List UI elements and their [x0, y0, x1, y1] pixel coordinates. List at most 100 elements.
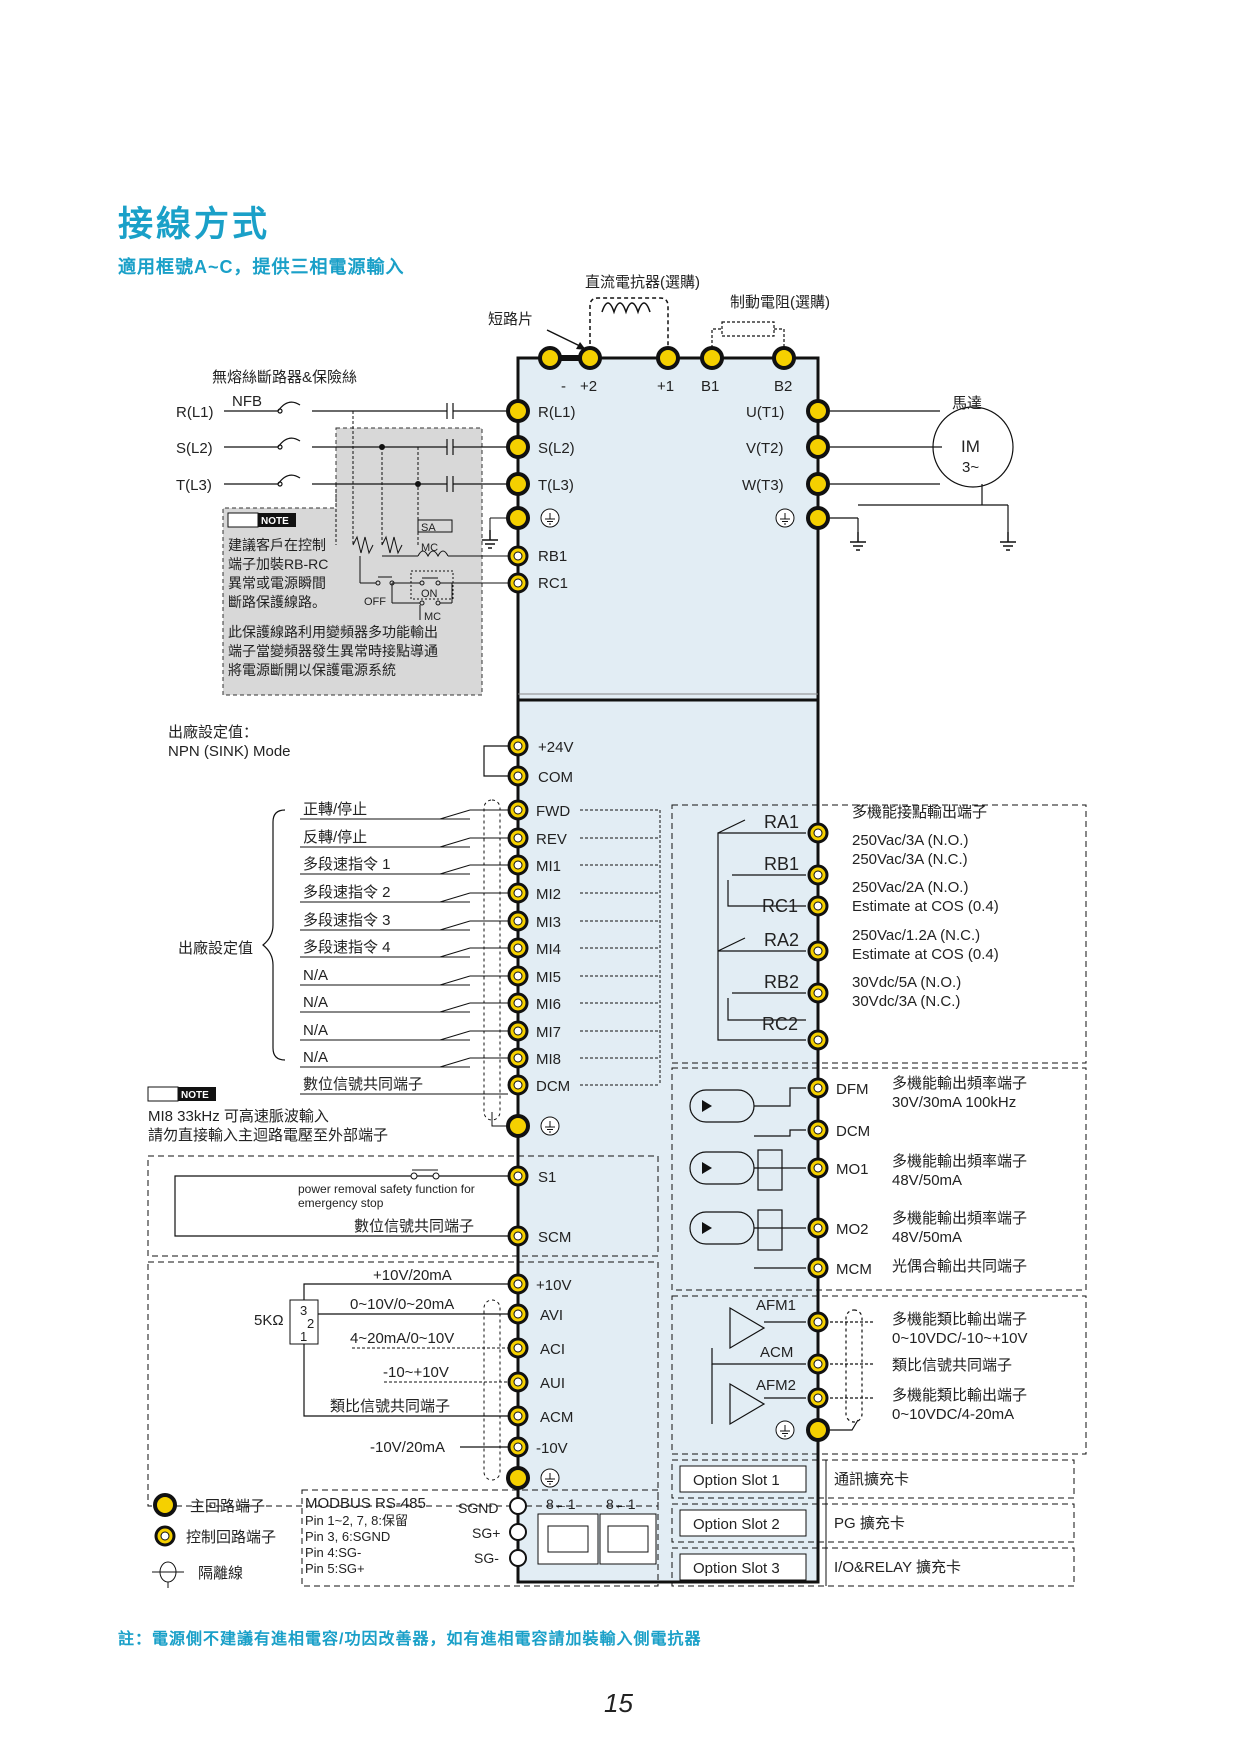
terminal-rc2[interactable]: [807, 1029, 829, 1051]
terminal-acm-out[interactable]: [807, 1353, 829, 1375]
power-section-panel: [516, 356, 820, 702]
terminal-mi5[interactable]: [507, 965, 529, 987]
terminal-scm[interactable]: [507, 1225, 529, 1247]
terminal-b1[interactable]: [700, 346, 724, 370]
terminal-r-l1[interactable]: [506, 399, 530, 423]
terminal-ground-output[interactable]: [806, 506, 830, 530]
svg-text:2: 2: [307, 1316, 314, 1331]
terminal-mi1[interactable]: [507, 854, 529, 876]
legend-control-terminal-icon: [154, 1525, 176, 1547]
acm-label: ACM: [540, 1409, 573, 1426]
control-section-panel: [516, 698, 820, 1584]
option-slot-2[interactable]: [679, 1509, 807, 1537]
output-w-label: W(T3): [742, 477, 784, 494]
aci-label: ACI: [540, 1341, 565, 1358]
terminal-rc1-out[interactable]: [807, 895, 829, 917]
terminal-u-t1[interactable]: [806, 399, 830, 423]
terminal-mi7[interactable]: [507, 1020, 529, 1042]
terminal-mi3[interactable]: [507, 910, 529, 932]
digital-inputs: [262, 809, 286, 1061]
terminal-s-l2[interactable]: [506, 435, 530, 459]
rj45-port-2[interactable]: [599, 1513, 657, 1565]
option-slot-3-desc: I/O&RELAY 擴充卡: [834, 1559, 961, 1576]
legend-main: 主回路端子: [190, 1498, 265, 1515]
terminal-dc-minus[interactable]: [538, 346, 562, 370]
ra2-label: RA2: [764, 930, 799, 950]
terminal-plus2[interactable]: [578, 346, 602, 370]
terminal-t-l3[interactable]: [506, 472, 530, 496]
terminal-dcm[interactable]: [507, 1074, 529, 1096]
terminal-ground-aout[interactable]: [806, 1418, 830, 1442]
terminal-afm2[interactable]: [807, 1387, 829, 1409]
terminal-sgplus[interactable]: [509, 1523, 527, 1541]
terminal-mi2[interactable]: [507, 882, 529, 904]
terminal-rev[interactable]: [507, 827, 529, 849]
terminal-minus10v[interactable]: [507, 1436, 529, 1458]
terminal-mi6[interactable]: [507, 992, 529, 1014]
avi-desc: 0~10V/0~20mA: [350, 1296, 454, 1313]
port-1-label: 8←1: [546, 1496, 576, 1512]
terminal-com[interactable]: [507, 765, 529, 787]
terminal-aui[interactable]: [507, 1371, 529, 1393]
rj45-port-1[interactable]: [537, 1513, 599, 1565]
dfm-label: DFM: [836, 1081, 869, 1098]
terminal-dfm[interactable]: [807, 1077, 829, 1099]
terminal-mcm[interactable]: [807, 1257, 829, 1279]
terminal-sgminus[interactable]: [509, 1549, 527, 1567]
input-terminal-label: MI2: [536, 886, 561, 903]
ground-icon: [849, 531, 867, 551]
terminal-fwd[interactable]: [507, 799, 529, 821]
input-desc: N/A: [303, 1049, 328, 1066]
terminal-afm1[interactable]: [807, 1311, 829, 1333]
input-terminal-label: MI3: [536, 914, 561, 931]
option-slot-1[interactable]: [679, 1465, 807, 1493]
mc-coil-label: MC: [424, 611, 441, 623]
mo2-label: MO2: [836, 1221, 869, 1238]
terminal-ground-analog[interactable]: [506, 1466, 530, 1490]
relay-spec: 30Vdc/3A (N.C.): [852, 993, 960, 1010]
terminal-acm[interactable]: [507, 1405, 529, 1427]
terminal-mi8[interactable]: [507, 1047, 529, 1069]
terminal-b2[interactable]: [772, 346, 796, 370]
terminal-s1[interactable]: [507, 1165, 529, 1187]
factory-group-label: 出廠設定值: [178, 939, 253, 957]
terminal-v-t2[interactable]: [806, 435, 830, 459]
terminal-dcm-out[interactable]: [807, 1119, 829, 1141]
terminal-rb1-out[interactable]: [807, 864, 829, 886]
mcm-desc: 光偶合輸出共同端子: [892, 1258, 1027, 1275]
terminal-plus10v[interactable]: [507, 1273, 529, 1295]
digital-output-frame: [671, 1067, 1087, 1291]
terminal-rb1[interactable]: [507, 545, 529, 567]
input-terminal-label: MI4: [536, 941, 561, 958]
terminal-rb2[interactable]: [807, 982, 829, 1004]
terminal-mo1[interactable]: [807, 1157, 829, 1179]
terminal-mi4[interactable]: [507, 937, 529, 959]
terminal-avi[interactable]: [507, 1303, 529, 1325]
brake-resistor-label: 制動電阻(選購): [730, 294, 830, 311]
terminal-ground-control[interactable]: [506, 1114, 530, 1138]
terminal-rc1[interactable]: [507, 572, 529, 594]
option-slot-3[interactable]: [679, 1553, 807, 1581]
afm2-label: AFM2: [756, 1377, 796, 1394]
input-t-label: T(L3): [176, 477, 212, 494]
avi-label: AVI: [540, 1307, 563, 1324]
terminal-aci[interactable]: [507, 1337, 529, 1359]
ground-icon: [481, 529, 499, 549]
terminal-ra2[interactable]: [807, 940, 829, 962]
b1-label: B1: [701, 378, 719, 395]
terminal-ra1[interactable]: [807, 822, 829, 844]
terminal-w-t3[interactable]: [806, 472, 830, 496]
terminal-plus1[interactable]: [656, 346, 680, 370]
plus10-label: +10V/20mA: [373, 1267, 452, 1284]
motor-im: IM: [961, 437, 980, 456]
afm1-desc: 多機能類比輸出端子: [892, 1311, 1027, 1328]
input-desc: 多段速指令 1: [303, 856, 391, 873]
rb1-out-label: RB1: [764, 854, 799, 874]
analog-output-frame: [671, 1295, 1087, 1455]
terminal-sgnd[interactable]: [509, 1497, 527, 1515]
com-label: COM: [538, 769, 573, 786]
terminal-mo2[interactable]: [807, 1217, 829, 1239]
terminal-plus24v[interactable]: [507, 735, 529, 757]
terminal-ground-input[interactable]: [506, 506, 530, 530]
note-badge: [258, 513, 296, 527]
